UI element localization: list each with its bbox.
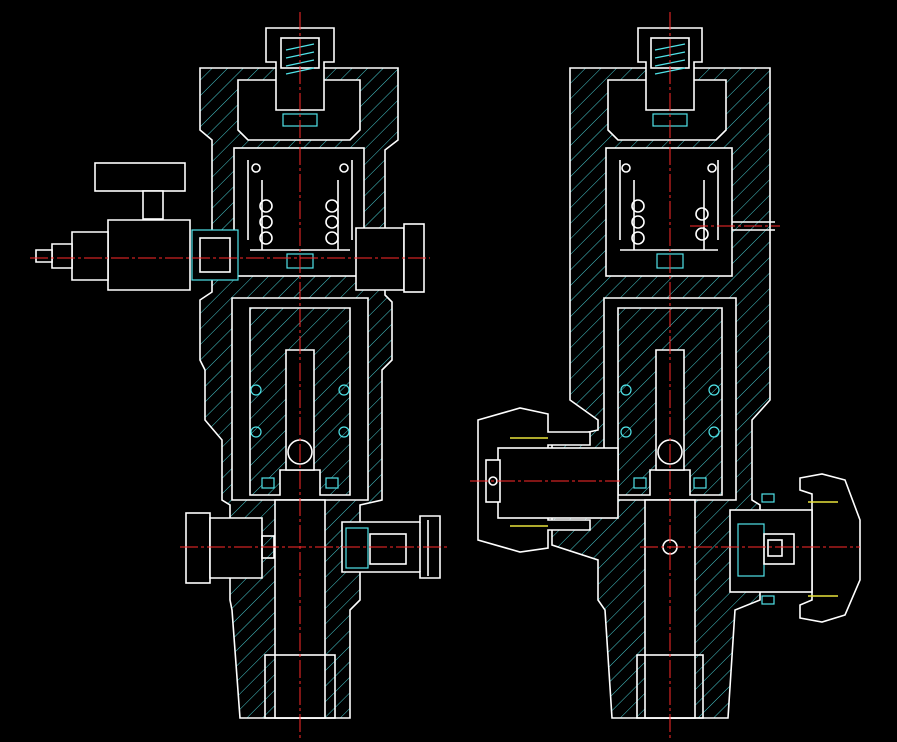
right-handwheel — [729, 473, 861, 623]
left-valve-section — [30, 12, 450, 738]
left-lower-plug — [185, 512, 275, 584]
left-side-plug — [355, 227, 405, 291]
left-piston-bore — [285, 349, 315, 471]
left-mid-walls — [247, 160, 353, 251]
left-handle-lever — [94, 162, 186, 192]
right-valve-section — [470, 12, 861, 738]
left-handle-assembly — [35, 162, 239, 291]
right-piston-orings — [620, 384, 720, 489]
right-side-port — [477, 407, 619, 553]
left-actuator-body — [107, 219, 191, 291]
left-ball-bearings — [251, 163, 349, 245]
left-piston-orings — [250, 384, 350, 489]
right-port-bore — [497, 447, 619, 519]
right-ball-bearings — [621, 163, 717, 245]
